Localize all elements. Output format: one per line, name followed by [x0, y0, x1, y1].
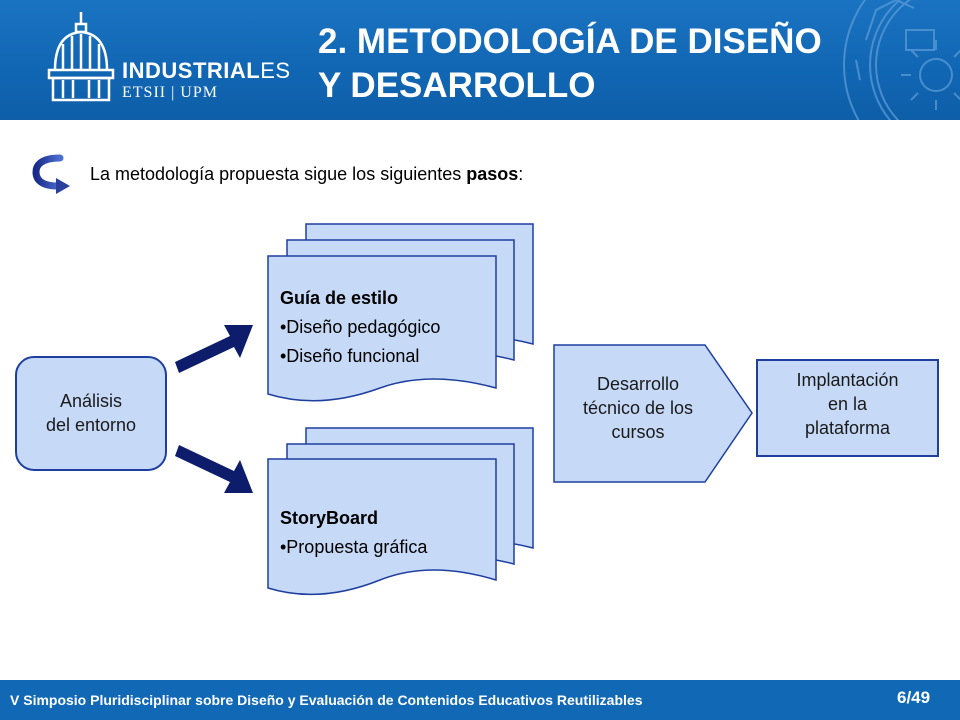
style-guide-item-pedagogical: •Diseño pedagógico — [280, 317, 441, 337]
footer-bar: V Simposio Pluridisciplinar sobre Diseño… — [0, 680, 960, 720]
footer-conference-title: V Simposio Pluridisciplinar sobre Diseño… — [10, 692, 643, 708]
arrow-to-style-guide — [175, 325, 253, 373]
arrow-to-storyboard — [175, 445, 253, 493]
storyboard-text: StoryBoard •Propuesta gráfica — [280, 504, 495, 562]
logo-name-light: ES — [260, 58, 291, 83]
slide-title: 2. METODOLOGÍA DE DISEÑO Y DESARROLLO — [318, 20, 858, 108]
logo-subtitle: ETSII | UPM — [122, 84, 218, 101]
development-node — [553, 344, 753, 483]
analysis-label: Análisis del entorno — [16, 389, 166, 437]
deployment-label: Implantación en la plataforma — [757, 368, 938, 440]
style-guide-heading: Guía de estilo — [280, 288, 399, 308]
slide-title-line1: 2. METODOLOGÍA DE DISEÑO — [318, 22, 822, 61]
logo-name-bold: INDUSTRIAL — [122, 58, 261, 83]
deployment-node — [756, 359, 939, 457]
page-number: 6/49 — [897, 688, 931, 707]
deployment-label-line1: Implantación — [796, 370, 899, 390]
curved-arrow-bullet-icon — [32, 154, 70, 194]
development-label-line3: cursos — [611, 422, 665, 442]
analysis-label-line1: Análisis — [59, 391, 123, 411]
university-dome-logo-icon — [47, 12, 115, 102]
intro-text-before: La metodología propuesta sigue los sigui… — [90, 164, 467, 184]
development-label: Desarrollo técnico de los cursos — [558, 372, 718, 444]
storyboard-heading: StoryBoard — [280, 508, 379, 528]
style-guide-text: Guía de estilo •Diseño pedagógico •Diseñ… — [280, 284, 495, 371]
slide-title-line2: Y DESARROLLO — [318, 66, 596, 105]
style-guide-document-stack — [267, 223, 534, 402]
storyboard-item-graphic: •Propuesta gráfica — [280, 537, 428, 557]
intro-text-bold: pasos — [466, 164, 519, 184]
storyboard-document-stack — [267, 427, 534, 596]
analysis-node — [15, 356, 167, 471]
style-guide-item-functional: •Diseño funcional — [280, 346, 420, 366]
analysis-label-line2: del entorno — [45, 415, 137, 435]
header-banner: INDUSTRIALES ETSII | UPM 2. METODOLOGÍA … — [0, 0, 960, 120]
deployment-label-line3: plataforma — [804, 418, 891, 438]
university-seal-watermark-icon — [843, 0, 960, 120]
logo-name: INDUSTRIALES — [122, 58, 291, 84]
development-label-line2: técnico de los — [582, 398, 694, 418]
intro-text-after: : — [518, 164, 524, 184]
intro-text: La metodología propuesta sigue los sigui… — [90, 164, 523, 185]
development-label-line1: Desarrollo — [596, 374, 680, 394]
deployment-label-line2: en la — [827, 394, 868, 414]
